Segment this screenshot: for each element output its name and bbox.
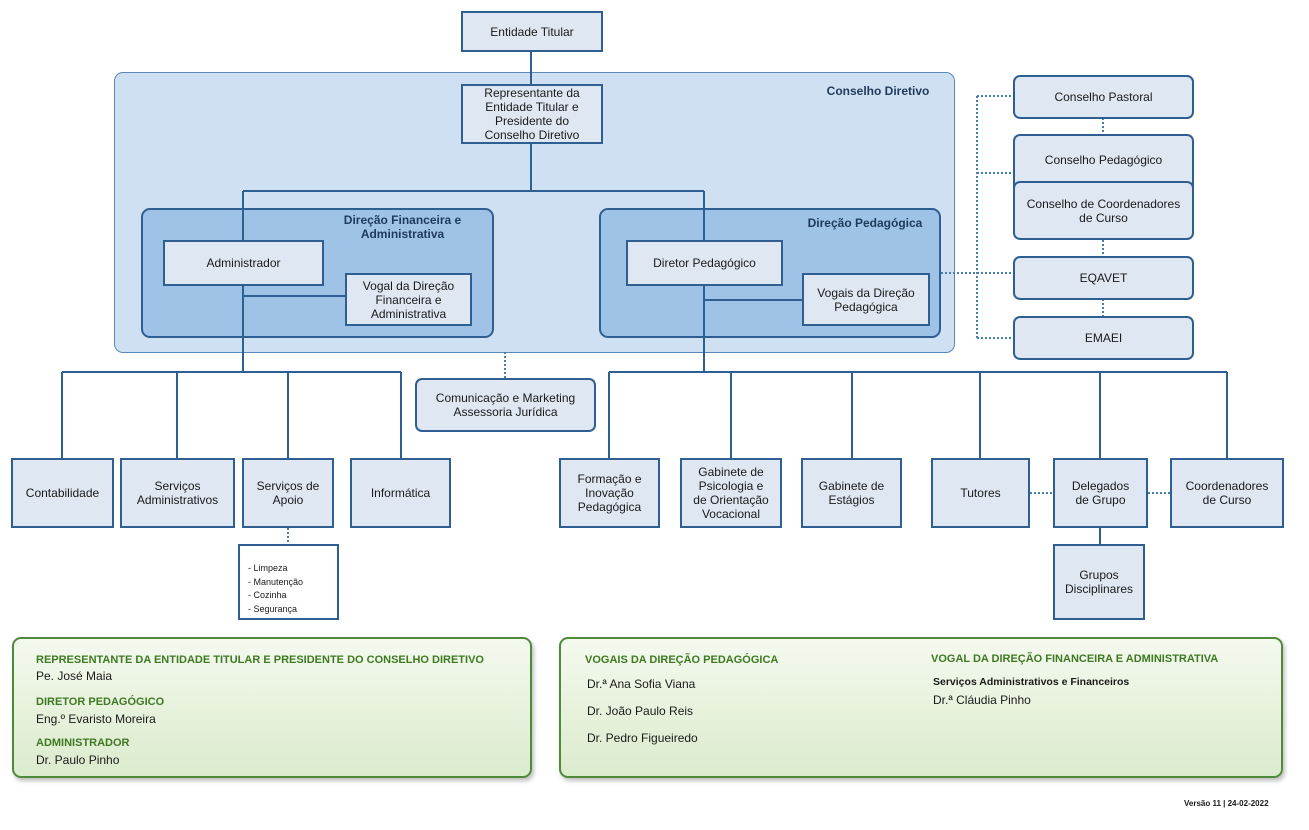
emaei-box: EMAEI [1013, 316, 1194, 360]
legend-heading-vogal-financeira: VOGAL DA DIREÇÃO FINANCEIRA E ADMINISTRA… [931, 653, 1219, 665]
servicos-apoio-list: - Limpeza - Manutenção - Cozinha - Segur… [238, 544, 339, 620]
direcao-financeira-title: Direção Financeira e Administrativa [343, 213, 462, 241]
legend-heading-representante: REPRESENTANTE DA ENTIDADE TITULAR E PRES… [36, 654, 484, 666]
legend-name-vogal-3: Dr. Pedro Figueiredo [587, 731, 698, 745]
legend-heading-diretor: DIRETOR PEDAGÓGICO [36, 696, 165, 708]
contabilidade-box: Contabilidade [11, 458, 114, 528]
representante-box: Representante da Entidade Titular e Pres… [461, 84, 603, 144]
conselho-pastoral-box: Conselho Pastoral [1013, 75, 1194, 119]
coordenadores-curso-box: Coordenadores de Curso [1170, 458, 1284, 528]
version-footer: Versão 11 | 24-02-2022 [1184, 799, 1269, 808]
legend-name-administrador: Dr. Paulo Pinho [36, 753, 120, 767]
gabinete-estagios-box: Gabinete de Estágios [801, 458, 902, 528]
formacao-inovacao-box: Formação e Inovação Pedagógica [559, 458, 660, 528]
legend-name-vogal-financeira: Dr.ª Cláudia Pinho [933, 693, 1031, 707]
administrador-box: Administrador [163, 240, 324, 286]
grupos-disciplinares-box: Grupos Disciplinares [1053, 544, 1145, 620]
gabinete-psicologia-box: Gabinete de Psicologia e de Orientação V… [680, 458, 782, 528]
tutores-box: Tutores [931, 458, 1030, 528]
eqavet-box: EQAVET [1013, 256, 1194, 300]
direcao-pedagogica-title: Direção Pedagógica [807, 216, 923, 230]
list-item: - Segurança [248, 603, 298, 614]
legend-name-vogal-1: Dr.ª Ana Sofia Viana [587, 677, 696, 691]
vogal-financeira-box: Vogal da Direção Financeira e Administra… [345, 273, 472, 326]
legend-panel-left: REPRESENTANTE DA ENTIDADE TITULAR E PRES… [12, 637, 532, 778]
legend-name-representante: Pe. José Maia [36, 669, 113, 683]
comunicacao-marketing-box: Comunicação e Marketing Assessoria Juríd… [415, 378, 596, 432]
delegados-grupo-box: Delegados de Grupo [1053, 458, 1148, 528]
vogais-pedagogica-box: Vogais da Direção Pedagógica [802, 273, 930, 326]
legend-heading-administrador: ADMINISTRADOR [36, 737, 130, 749]
servicos-apoio-box: Serviços de Apoio [242, 458, 334, 528]
list-item: - Cozinha [248, 590, 287, 600]
legend-name-diretor: Eng.º Evaristo Moreira [36, 712, 156, 726]
conselho-diretivo-title: Conselho Diretivo [826, 84, 930, 98]
legend-panel-right: VOGAIS DA DIREÇÃO PEDAGÓGICA Dr.ª Ana So… [559, 637, 1283, 778]
list-item: - Limpeza [248, 563, 288, 573]
servicos-administrativos-box: Serviços Administrativos [120, 458, 235, 528]
entidade-titular-box: Entidade Titular [461, 11, 603, 52]
legend-subheading-servicos: Serviços Administrativos e Financeiros [933, 676, 1130, 688]
informatica-box: Informática [350, 458, 451, 528]
list-item: - Manutenção [248, 576, 304, 587]
legend-heading-vogais-pedagogica: VOGAIS DA DIREÇÃO PEDAGÓGICA [585, 654, 779, 666]
legend-name-vogal-2: Dr. João Paulo Reis [587, 704, 694, 718]
diretor-pedagogico-box: Diretor Pedagógico [626, 240, 783, 286]
conselho-coordenadores-box: Conselho de Coordenadores de Curso [1013, 181, 1194, 240]
